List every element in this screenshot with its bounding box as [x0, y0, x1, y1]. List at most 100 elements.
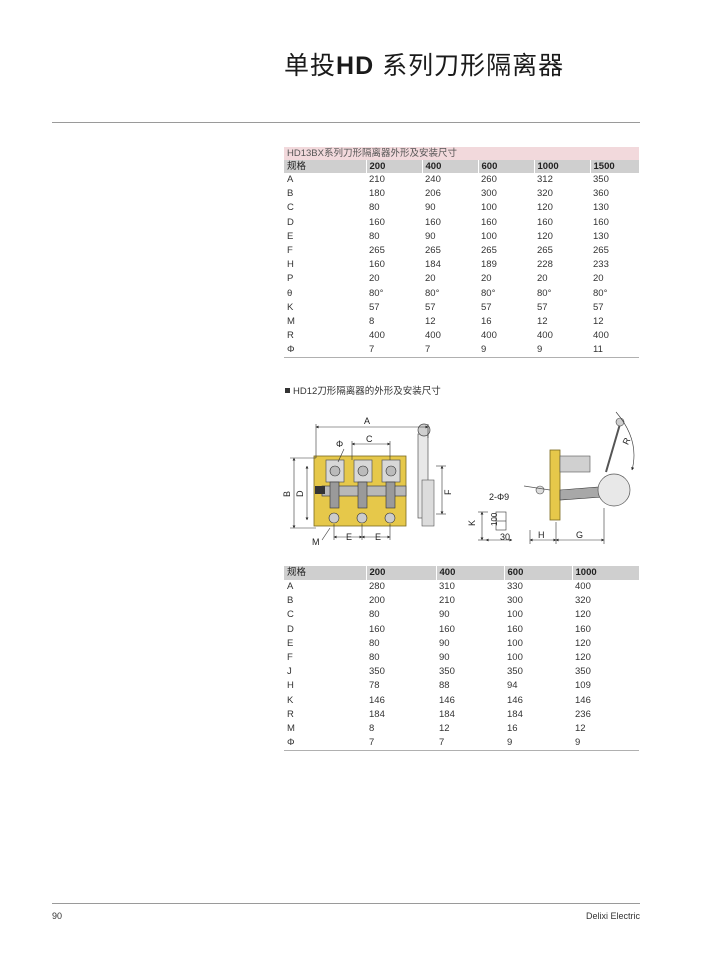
dim-label-m: M: [312, 537, 320, 547]
table-caption-row: HD13BX系列刀形隔离器外形及安装尺寸: [284, 147, 639, 160]
column-header: 200: [365, 160, 422, 173]
table-cell: 310: [439, 581, 455, 593]
table-cell: 400: [593, 330, 609, 342]
table-cell: 7: [366, 343, 422, 359]
table-cell: 320: [537, 188, 553, 200]
table-cell: 400: [481, 330, 497, 342]
side-handle-knob: [615, 417, 625, 427]
row-label: M: [287, 722, 295, 734]
table-cell: 350: [593, 174, 609, 186]
row-label: Φ: [284, 736, 366, 752]
dim-label-f: F: [443, 489, 453, 495]
blade-crossbar: [321, 485, 407, 497]
column-header: 200: [365, 566, 436, 580]
table-cell: 12: [575, 722, 586, 734]
table-cell: 100: [507, 637, 523, 649]
row-label: Φ: [284, 343, 366, 359]
table-cell: 160: [425, 216, 441, 228]
table-cell: 210: [369, 174, 385, 186]
dim-label-30: 30: [500, 532, 510, 542]
table-cell: 57: [369, 301, 380, 313]
table-cell: 120: [575, 652, 591, 664]
handle-bracket: [421, 479, 435, 527]
table-cell: 80: [369, 637, 380, 649]
title-suffix: 系列刀形隔离器: [374, 52, 565, 80]
row-label: B: [287, 188, 294, 200]
table-cell: 330: [507, 581, 523, 593]
table-cell: 146: [575, 694, 591, 706]
table-cell: 184: [507, 708, 523, 720]
table-cell: 350: [507, 666, 523, 678]
blade-3: [385, 481, 396, 509]
row-label: C: [287, 609, 294, 621]
table-cell: 100: [481, 230, 497, 242]
terminal-top-3: [385, 465, 397, 477]
mount-block: [315, 486, 325, 494]
table-cell: 350: [369, 666, 385, 678]
title-prefix: 单投: [284, 52, 337, 80]
dim-label-2phi9: 2-Φ9: [489, 492, 509, 502]
side-clip: [559, 455, 591, 473]
table-cell: 80: [369, 230, 380, 242]
table-cell: 80: [369, 609, 380, 621]
table-cell: 160: [575, 623, 591, 635]
row-label: F: [287, 652, 293, 664]
row-label: K: [287, 694, 294, 706]
table-cell: 160: [369, 216, 385, 228]
table-cell: 100: [507, 652, 523, 664]
table-cell: 80°: [481, 287, 496, 299]
table-cell: 57: [481, 301, 492, 313]
table-cell: 20: [593, 273, 604, 285]
column-header: 1500: [589, 160, 639, 173]
title-series: HD: [336, 52, 375, 80]
table-cell: 360: [593, 188, 609, 200]
table-cell: 100: [481, 202, 497, 214]
table-cell: 80: [369, 652, 380, 664]
row-label: E: [287, 230, 294, 242]
table-cell: 184: [369, 708, 385, 720]
table-cell: 146: [439, 694, 455, 706]
table-cell: 312: [537, 174, 553, 186]
row-label: M: [287, 315, 295, 327]
table-cell: 90: [425, 202, 436, 214]
table-cell: 9: [572, 736, 639, 752]
table-cell: 8: [369, 315, 375, 327]
terminal-bottom-2: [356, 512, 368, 524]
table-cell: 9: [504, 736, 572, 752]
row-label: J: [287, 666, 292, 678]
front-view: [313, 423, 435, 527]
side-blade: [559, 485, 617, 501]
column-header: 400: [421, 160, 478, 173]
table-cell: 12: [425, 315, 436, 327]
row-label: R: [287, 330, 294, 342]
table-cell: 228: [537, 259, 553, 271]
dim-label-a: A: [364, 416, 370, 426]
row-label: E: [287, 637, 294, 649]
row-label: H: [287, 680, 294, 692]
table-cell: 300: [507, 595, 523, 607]
table-cell: 210: [439, 595, 455, 607]
dim-label-e1: E: [346, 532, 352, 542]
row-label: θ: [287, 287, 293, 299]
row-label: K: [287, 301, 294, 313]
table-cell: 7: [366, 736, 436, 752]
dim-label-b: B: [282, 491, 292, 497]
side-mount-bolt: [535, 485, 545, 495]
table-cell: 12: [439, 722, 450, 734]
clip-top-2: [353, 459, 373, 483]
table-caption: HD13BX系列刀形隔离器外形及安装尺寸: [284, 147, 639, 160]
